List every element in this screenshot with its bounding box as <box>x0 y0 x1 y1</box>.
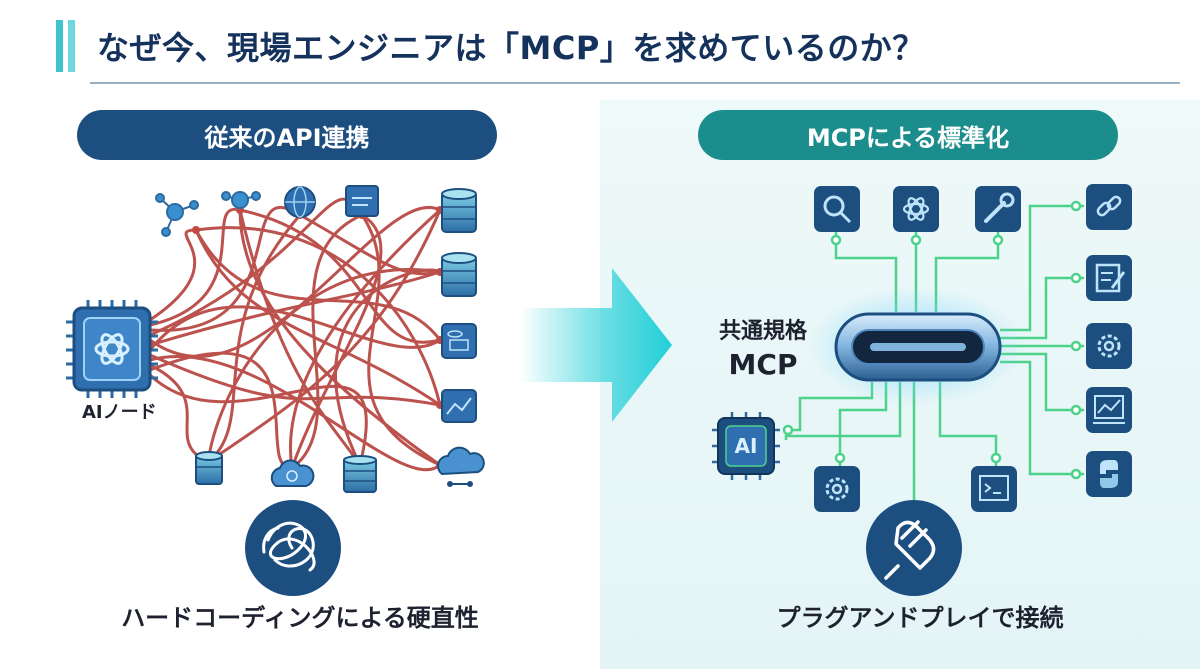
network-icon <box>155 193 199 237</box>
link-icon <box>1086 184 1132 230</box>
gear-icon <box>814 466 860 512</box>
search-icon <box>814 186 860 232</box>
terminal-icon <box>971 466 1017 512</box>
tangle-icon <box>245 500 341 596</box>
tangled-cables <box>148 197 442 472</box>
chart-icon <box>1086 387 1132 433</box>
right-header-pill: MCPによる標準化 <box>698 110 1118 160</box>
title-accent <box>56 20 75 72</box>
usb-c-port-icon <box>806 286 1026 406</box>
database-icon <box>441 252 477 297</box>
ai-chip-icon <box>66 300 158 398</box>
title-divider <box>90 82 1180 84</box>
ai-chip-icon <box>712 412 780 480</box>
left-header-pill: 従来のAPI連携 <box>77 110 497 160</box>
edit-icon <box>1086 255 1132 301</box>
ai-node-label: AIノード <box>82 402 157 423</box>
globe-icon <box>284 186 316 218</box>
chart-icon <box>441 389 477 423</box>
connection-dots <box>782 200 1082 480</box>
ai-chip-label: AI <box>734 434 758 458</box>
database-icon <box>343 455 377 493</box>
database-icon <box>441 323 477 359</box>
database-icon <box>195 451 223 485</box>
wrench-icon <box>975 186 1021 232</box>
plug-icon <box>866 500 962 596</box>
left-caption: ハードコーディングによる硬直性 <box>121 604 479 632</box>
standard-label-line1: 共通規格 <box>718 319 807 344</box>
python-icon <box>1086 451 1132 497</box>
right-caption: プラグアンドプレイで接続 <box>776 604 1064 632</box>
gear-icon <box>1086 323 1132 369</box>
network-icon <box>221 191 261 209</box>
cloud-sync-icon <box>270 459 315 487</box>
title-bar: なぜ今、現場エンジニアは「MCP」を求めているのか？ <box>56 20 925 72</box>
cloud-icon <box>437 446 485 487</box>
document-icon <box>345 185 379 217</box>
standard-label: 共通規格 MCP <box>708 318 818 383</box>
page-title: なぜ今、現場エンジニアは「MCP」を求めているのか？ <box>97 29 925 67</box>
standard-label-line2: MCP <box>728 347 798 381</box>
database-icon <box>441 188 477 233</box>
openai-icon <box>893 186 939 232</box>
transition-arrow <box>520 268 672 422</box>
